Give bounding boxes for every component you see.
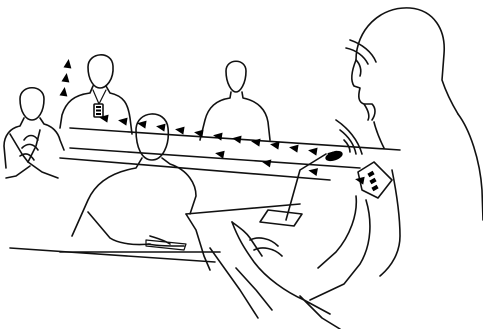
signal-arrow-head bbox=[155, 122, 165, 131]
speaker-with-transmitter bbox=[210, 8, 483, 329]
signal-arrow-head bbox=[117, 116, 127, 125]
signal-arrow-head bbox=[307, 146, 317, 155]
signal-arrow-head bbox=[174, 125, 184, 134]
signal-arrow-head bbox=[308, 166, 318, 176]
signal-path-upper-left bbox=[59, 58, 72, 96]
signal-arrow-head bbox=[61, 72, 70, 82]
front-table bbox=[10, 248, 220, 262]
receiver-pendant bbox=[94, 104, 103, 117]
signal-arrow-head bbox=[212, 131, 222, 140]
signal-arrow-head bbox=[250, 137, 260, 146]
person-back-right bbox=[200, 61, 270, 140]
signal-arrow-head bbox=[214, 149, 224, 159]
signal-arrow-head bbox=[288, 143, 298, 152]
lapel-microphone bbox=[286, 149, 344, 220]
signal-arrow-head bbox=[59, 86, 68, 96]
back-table bbox=[60, 128, 400, 180]
signal-arrow-head bbox=[261, 158, 271, 168]
lectern-sheet bbox=[186, 204, 302, 270]
person-left-clapping bbox=[4, 88, 64, 178]
signal-arrow-head bbox=[63, 58, 72, 68]
